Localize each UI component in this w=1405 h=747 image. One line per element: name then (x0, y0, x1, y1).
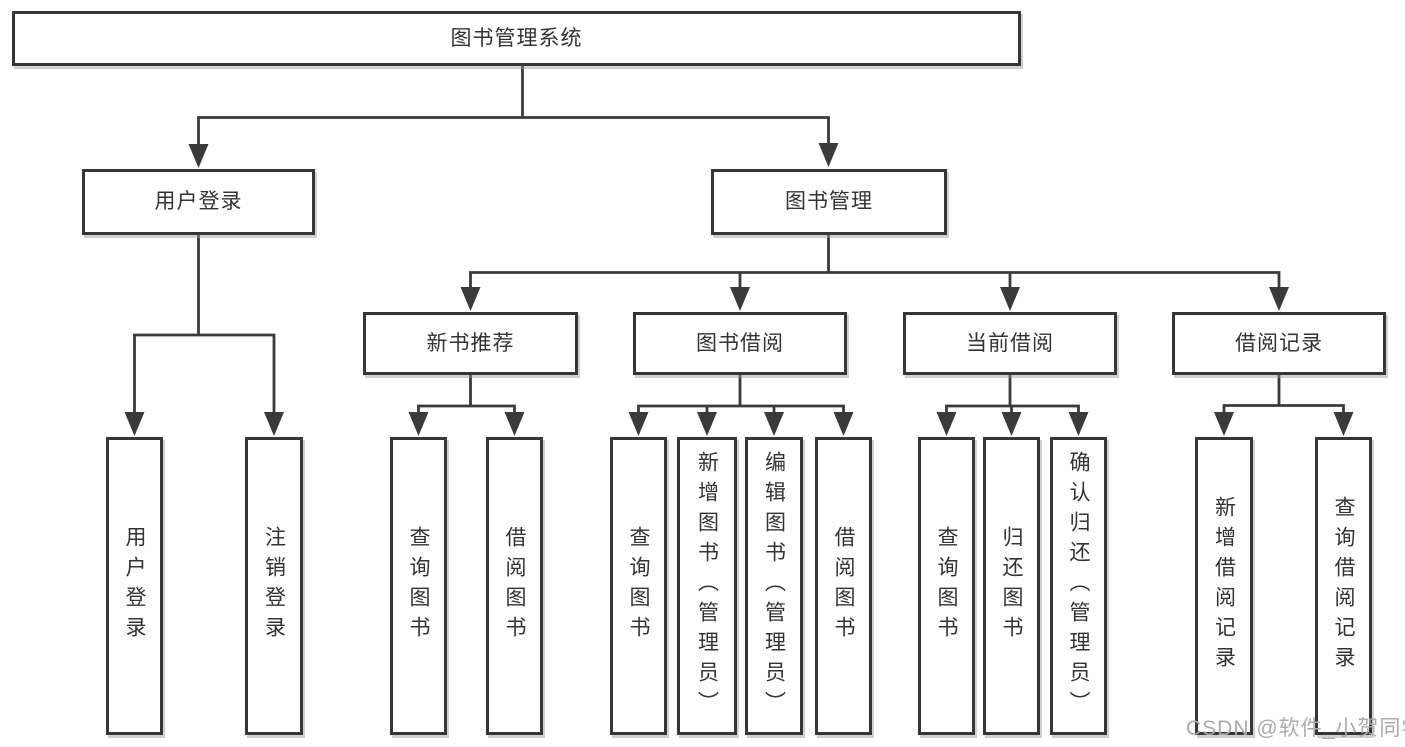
node-query-book-recommend: 查询图书 (390, 437, 447, 735)
arrowhead (1000, 287, 1020, 311)
node-query-borrow-record: 查询借阅记录 (1315, 437, 1372, 735)
node-user-login: 用户登录 (82, 169, 315, 235)
node-label: 图书管理系统 (450, 26, 583, 50)
node-return-book: 归还图书 (983, 437, 1040, 735)
arrowhead (833, 412, 854, 436)
node-add-book-admin: 新增图书（管理员） (677, 437, 737, 735)
node-label: 当前借阅 (966, 331, 1054, 355)
arrowhead (264, 412, 284, 436)
arrowhead (936, 412, 957, 436)
node-label: 查询借阅记录 (1332, 496, 1355, 676)
node-book-borrowing: 图书借阅 (633, 312, 847, 375)
node-label: 注销登录 (262, 526, 286, 646)
node-borrow-book: 借阅图书 (815, 437, 872, 735)
node-logout-action: 注销登录 (245, 437, 303, 735)
arrowhead (818, 143, 839, 167)
node-label: 编辑图书（管理员） (762, 451, 786, 721)
node-label: 查询图书 (407, 526, 430, 646)
arrowhead (1269, 287, 1289, 311)
node-label: 借阅记录 (1235, 331, 1323, 355)
arrowhead (124, 412, 145, 436)
node-query-book-current: 查询图书 (918, 437, 975, 735)
node-library-management-system: 图书管理系统 (12, 11, 1021, 66)
node-label: 借阅图书 (503, 526, 526, 646)
node-label: 确认归还（管理员） (1067, 451, 1090, 721)
node-label: 用户登录 (123, 526, 146, 646)
arrowhead (1068, 412, 1089, 436)
arrowhead (697, 412, 717, 436)
node-label: 借阅图书 (832, 526, 855, 646)
arrowhead (730, 287, 750, 311)
node-borrowing-records: 借阅记录 (1172, 312, 1386, 375)
arrowhead (460, 287, 481, 311)
node-label: 新增借阅记录 (1212, 496, 1236, 676)
node-edit-book-admin: 编辑图书（管理员） (745, 437, 803, 735)
node-confirm-return-admin: 确认归还（管理员） (1050, 437, 1107, 735)
node-label: 归还图书 (1000, 526, 1023, 646)
node-label: 图书借阅 (696, 331, 784, 355)
arrowhead (764, 412, 784, 436)
node-user-login-action: 用户登录 (106, 437, 163, 735)
node-label: 用户登录 (154, 190, 243, 214)
arrowhead (1333, 412, 1354, 436)
arrowhead (1214, 412, 1234, 436)
node-borrow-book-recommend: 借阅图书 (486, 437, 543, 735)
arrowheads (124, 143, 1354, 436)
node-label: 新增图书（管理员） (695, 451, 719, 721)
node-label: 查询图书 (627, 526, 650, 646)
node-book-management: 图书管理 (711, 169, 947, 235)
node-query-book-borrow: 查询图书 (610, 437, 667, 735)
node-new-book-recommend: 新书推荐 (363, 312, 578, 375)
arrowhead (628, 412, 649, 436)
arrowhead (408, 412, 429, 436)
node-add-borrow-record: 新增借阅记录 (1195, 437, 1253, 735)
arrowhead (504, 412, 525, 436)
node-label: 新书推荐 (426, 331, 515, 355)
node-label: 查询图书 (935, 526, 958, 646)
connector-lines (133, 64, 1345, 416)
watermark: CSDN @软件_小贺同学 (1186, 717, 1405, 740)
arrowhead (1001, 412, 1022, 436)
arrowhead (188, 144, 209, 168)
node-current-borrowing: 当前借阅 (903, 312, 1117, 375)
node-label: 图书管理 (785, 190, 873, 214)
